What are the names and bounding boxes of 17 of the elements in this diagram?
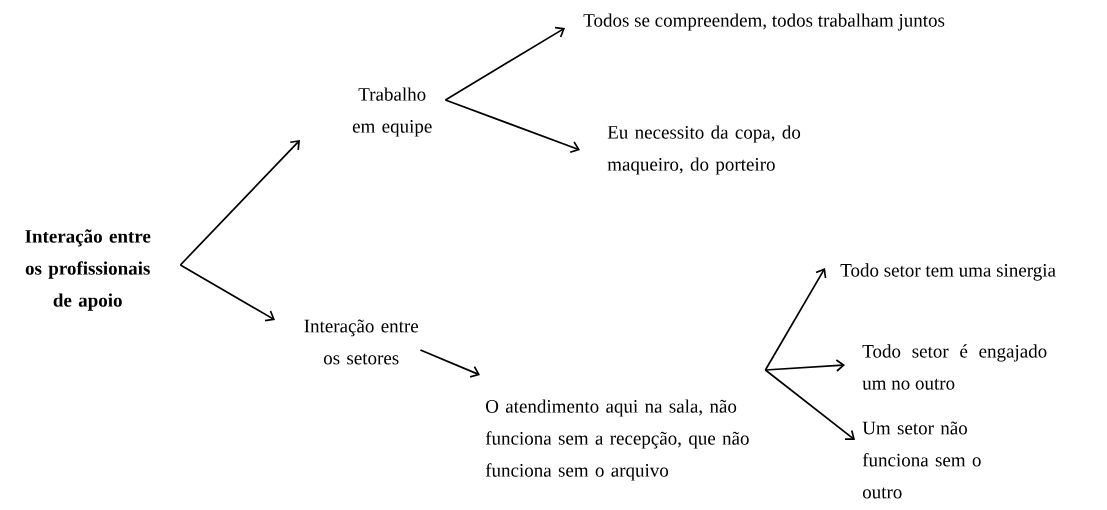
arrow	[179, 264, 275, 322]
arrow	[444, 99, 580, 154]
text-label: Todo setor tem uma sinergia	[840, 263, 1056, 281]
text-label: Interação entre os setores	[304, 319, 419, 365]
text-label: Todo setor é engajado um no outro	[862, 344, 1047, 390]
text-label: Eu necessito da copa, do maqueiro, do porteiro	[607, 125, 801, 175]
text-label: Todos se compreendem, todos trabalham juntos	[583, 13, 945, 31]
arrow	[419, 349, 480, 378]
arrow	[764, 359, 845, 372]
arrow	[179, 140, 300, 266]
text-label: Um setor não funciona sem o outro	[862, 421, 981, 499]
text-label: O atendimento aqui na sala, não funciona sem a recepção, que não funciona sem o arquivo	[485, 399, 749, 481]
arrow	[764, 268, 827, 371]
arrow	[444, 26, 565, 101]
text-label: Trabalho em equipe	[352, 87, 432, 137]
arrow	[764, 369, 855, 441]
text-label: Interação entre os profissionais de apoio	[25, 229, 151, 311]
